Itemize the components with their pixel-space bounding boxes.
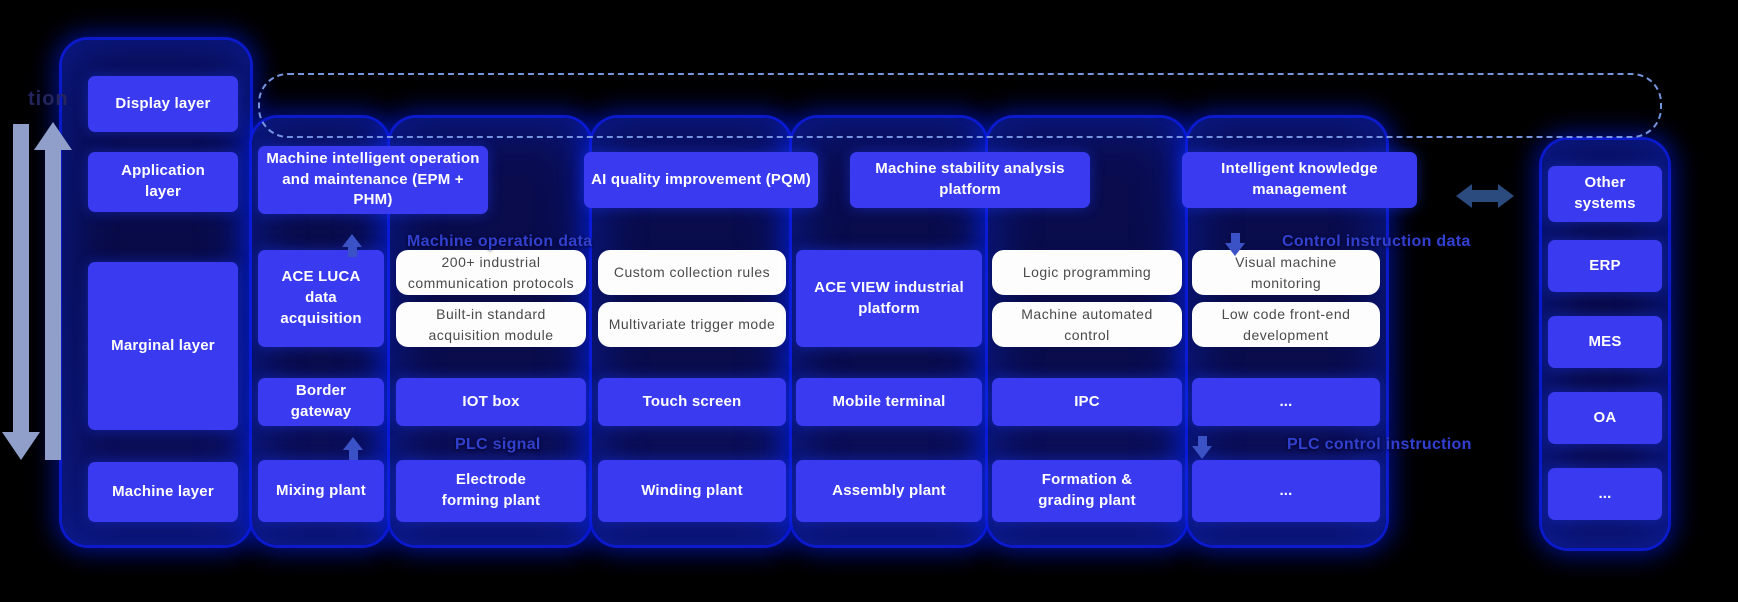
card-machine-automated-control: Machine automated control [992,302,1182,347]
machine-label-assembly-plant: Assembly plant [832,481,946,499]
up-arrow-icon-machine-operation-data [342,234,362,257]
layer-box-display: Display layer [88,76,238,132]
upward-flow-arrow-head-icon [34,122,72,150]
label-logic-programming: Logic programming [1022,264,1152,280]
down-arrow-head [1192,446,1212,459]
link-arrow-left-head [1456,184,1472,208]
device-label-border-gateway: Border gateway [290,382,352,420]
external-label-other-systems: Other systems [1574,174,1636,212]
link-arrow-right-head [1498,184,1514,208]
machine-label-winding-plant: Winding plant [641,481,743,499]
device-label-more: ... [1279,392,1293,410]
label-acquisition-module: Built-in standard acquisition module [428,305,554,343]
machine-box-assembly-plant: Assembly plant [796,460,982,522]
card-multivariate-trigger-mode: Multivariate trigger mode [598,302,786,347]
layer-label-machine: Machine layer [112,482,214,500]
flow-label-control-instruction-data: Control instruction data [1282,233,1471,250]
label-machine-automated-control: Machine automated control [1021,305,1153,343]
machine-box-winding-plant: Winding plant [598,460,786,522]
label-visual-machine-monitoring: Visual machine monitoring [1235,253,1337,291]
device-box-mobile-terminal: Mobile terminal [796,378,982,426]
device-box-ipc: IPC [992,378,1182,426]
external-box-other-systems: Other systems [1548,166,1662,222]
label-ace-view: ACE VIEW industrial platform [814,278,964,317]
app-label-pqm: AI quality improvement (PQM) [591,170,811,188]
machine-label-mixing-plant: Mixing plant [276,481,366,499]
app-box-pqm: AI quality improvement (PQM) [584,152,818,208]
up-arrow-stem [347,247,357,257]
flow-label-machine-operation-data: Machine operation data [407,233,593,250]
flow-label-plc-signal: PLC signal [455,436,541,453]
label-ace-luca: ACE LUCA data acquisition [280,268,362,327]
box-ace-luca: ACE LUCA data acquisition [258,250,384,347]
external-box-mes: MES [1548,316,1662,368]
down-arrow-icon-control-instruction-data [1225,233,1245,256]
machine-box-more: ... [1192,460,1380,522]
up-arrow-head [342,234,362,247]
downward-flow-arrow-head-icon [2,432,40,460]
flow-label-plc-control-instruction: PLC control instruction [1287,436,1472,453]
device-label-ipc: IPC [1074,392,1100,410]
card-acquisition-module: Built-in standard acquisition module [396,302,586,347]
layer-box-machine: Machine layer [88,462,238,522]
external-box-more: ... [1548,468,1662,520]
downward-flow-arrow-shaft [13,124,29,434]
external-label-oa: OA [1593,408,1617,426]
display-layer-dashed-connector [258,73,1662,138]
external-box-erp: ERP [1548,240,1662,292]
card-logic-programming: Logic programming [992,250,1182,295]
label-multivariate-trigger-mode: Multivariate trigger mode [608,316,776,332]
link-arrow-bar [1472,190,1498,202]
up-arrow-icon-plc-signal [343,437,363,460]
cropped-edge-text: tion [28,88,69,110]
device-box-more: ... [1192,378,1380,426]
down-arrow-icon-plc-control-instruction [1192,436,1212,459]
app-box-epm-phm: Machine intelligent operation and mainte… [258,146,488,214]
bidirectional-link-arrow-icon [1456,184,1514,208]
label-low-code-development: Low code front-end development [1221,305,1351,343]
layer-label-display: Display layer [115,94,211,112]
machine-box-formation-plant: Formation & grading plant [992,460,1182,522]
card-custom-collection-rules: Custom collection rules [598,250,786,295]
box-ace-view: ACE VIEW industrial platform [796,250,982,347]
external-label-mes: MES [1588,332,1622,350]
device-box-border-gateway: Border gateway [258,378,384,426]
card-communication-protocols: 200+ industrial communication protocols [396,250,586,295]
up-arrow-stem [348,450,358,460]
external-label-more: ... [1598,484,1612,502]
machine-label-formation-plant: Formation & grading plant [1038,471,1136,509]
upward-flow-arrow-shaft [45,150,61,460]
external-box-oa: OA [1548,392,1662,444]
machine-label-electrode-plant: Electrode forming plant [441,471,541,509]
layer-box-application: Application layer [88,152,238,212]
down-arrow-stem [1197,436,1207,446]
external-label-erp: ERP [1589,256,1621,274]
label-custom-collection-rules: Custom collection rules [613,264,771,280]
machine-label-more: ... [1279,481,1293,499]
app-label-knowledge: Intelligent knowledge management [1221,160,1378,198]
app-box-knowledge: Intelligent knowledge management [1182,152,1417,208]
up-arrow-head [343,437,363,450]
down-arrow-head [1225,243,1245,256]
app-box-stability: Machine stability analysis platform [850,152,1090,208]
machine-box-electrode-plant: Electrode forming plant [396,460,586,522]
layer-label-application: Application layer [121,162,205,200]
card-visual-machine-monitoring: Visual machine monitoring [1192,250,1380,295]
label-communication-protocols: 200+ industrial communication protocols [407,253,575,291]
device-box-iot-box: IOT box [396,378,586,426]
device-box-touch-screen: Touch screen [598,378,786,426]
app-label-epm-phm: Machine intelligent operation and mainte… [266,149,480,209]
layer-label-marginal: Marginal layer [111,336,215,354]
device-label-touch-screen: Touch screen [642,392,742,410]
device-label-iot-box: IOT box [462,392,520,410]
device-label-mobile-terminal: Mobile terminal [832,392,946,410]
layer-box-marginal: Marginal layer [88,262,238,430]
app-label-stability: Machine stability analysis platform [875,160,1065,198]
machine-box-mixing-plant: Mixing plant [258,460,384,522]
down-arrow-stem [1230,233,1240,243]
card-low-code-development: Low code front-end development [1192,302,1380,347]
